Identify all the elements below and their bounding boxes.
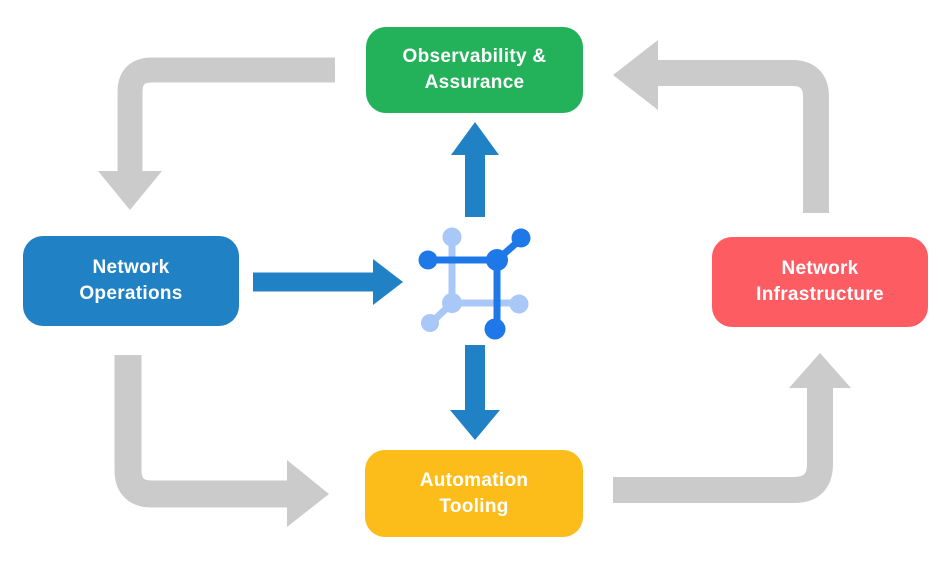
node-label-line: Automation — [419, 469, 529, 491]
node-label-line: Network — [92, 257, 170, 278]
node-observability-assurance: Observability & Assurance — [366, 27, 583, 113]
node-label-line: Operations — [79, 283, 183, 304]
node-label-line: Network — [781, 258, 859, 279]
arrow-tooling-to-infrastructure — [613, 353, 851, 503]
node-automation-tooling: Automation Tooling — [365, 450, 583, 537]
arrow-icon-to-tooling — [450, 345, 500, 440]
network-mesh-icon — [418, 227, 531, 340]
arrow-operations-to-icon — [253, 259, 403, 305]
node-network-infrastructure: Network Infrastructure — [712, 237, 928, 327]
arrow-icon-to-observability — [451, 122, 499, 217]
node-label-line: Tooling — [439, 495, 509, 517]
arrow-infrastructure-to-observability — [613, 40, 829, 213]
arrow-operations-to-tooling — [114, 355, 329, 527]
node-label-line: Observability & — [402, 46, 547, 67]
node-label-line: Infrastructure — [756, 284, 884, 305]
arrow-observability-to-operations — [98, 57, 335, 210]
node-label-line: Assurance — [424, 72, 525, 93]
node-network-operations: Network Operations — [23, 236, 239, 326]
